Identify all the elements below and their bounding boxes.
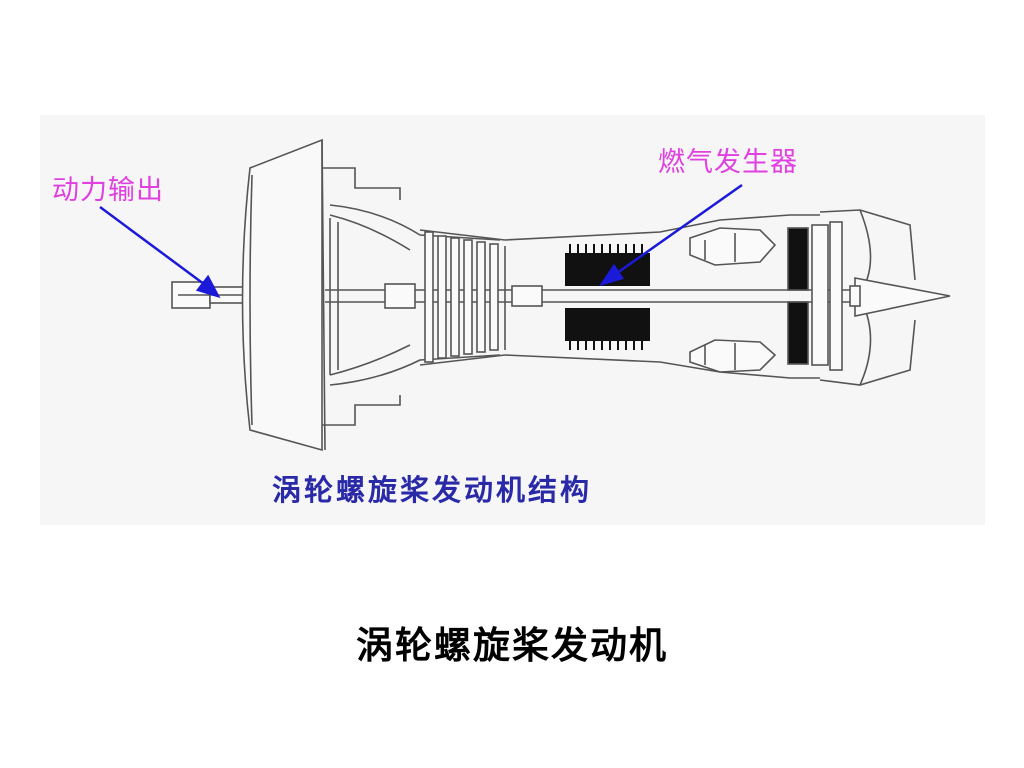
turbine-discs bbox=[787, 221, 843, 371]
intake-duct bbox=[329, 204, 501, 386]
compressor-stages bbox=[419, 229, 506, 366]
power-output-arrowhead bbox=[195, 274, 221, 299]
combustion-chambers bbox=[689, 227, 777, 373]
gas-generator-label: 燃气发生器 bbox=[658, 147, 798, 178]
reduction-gearbox bbox=[241, 138, 401, 452]
gas-generator-arrow bbox=[609, 183, 743, 280]
power-output-label: 动力输出 bbox=[52, 175, 164, 206]
exhaust-section bbox=[819, 209, 951, 386]
pointer-arrows bbox=[99, 183, 743, 299]
slide-title: 涡轮螺旋桨发动机 bbox=[356, 623, 668, 667]
figure-caption: 涡轮螺旋桨发动机结构 bbox=[272, 473, 593, 507]
power-output-arrow bbox=[99, 205, 213, 292]
gas-generator-arrowhead bbox=[599, 263, 624, 287]
main-shaft bbox=[325, 283, 860, 309]
engine-drawing bbox=[171, 138, 951, 452]
figure-background bbox=[40, 115, 985, 525]
